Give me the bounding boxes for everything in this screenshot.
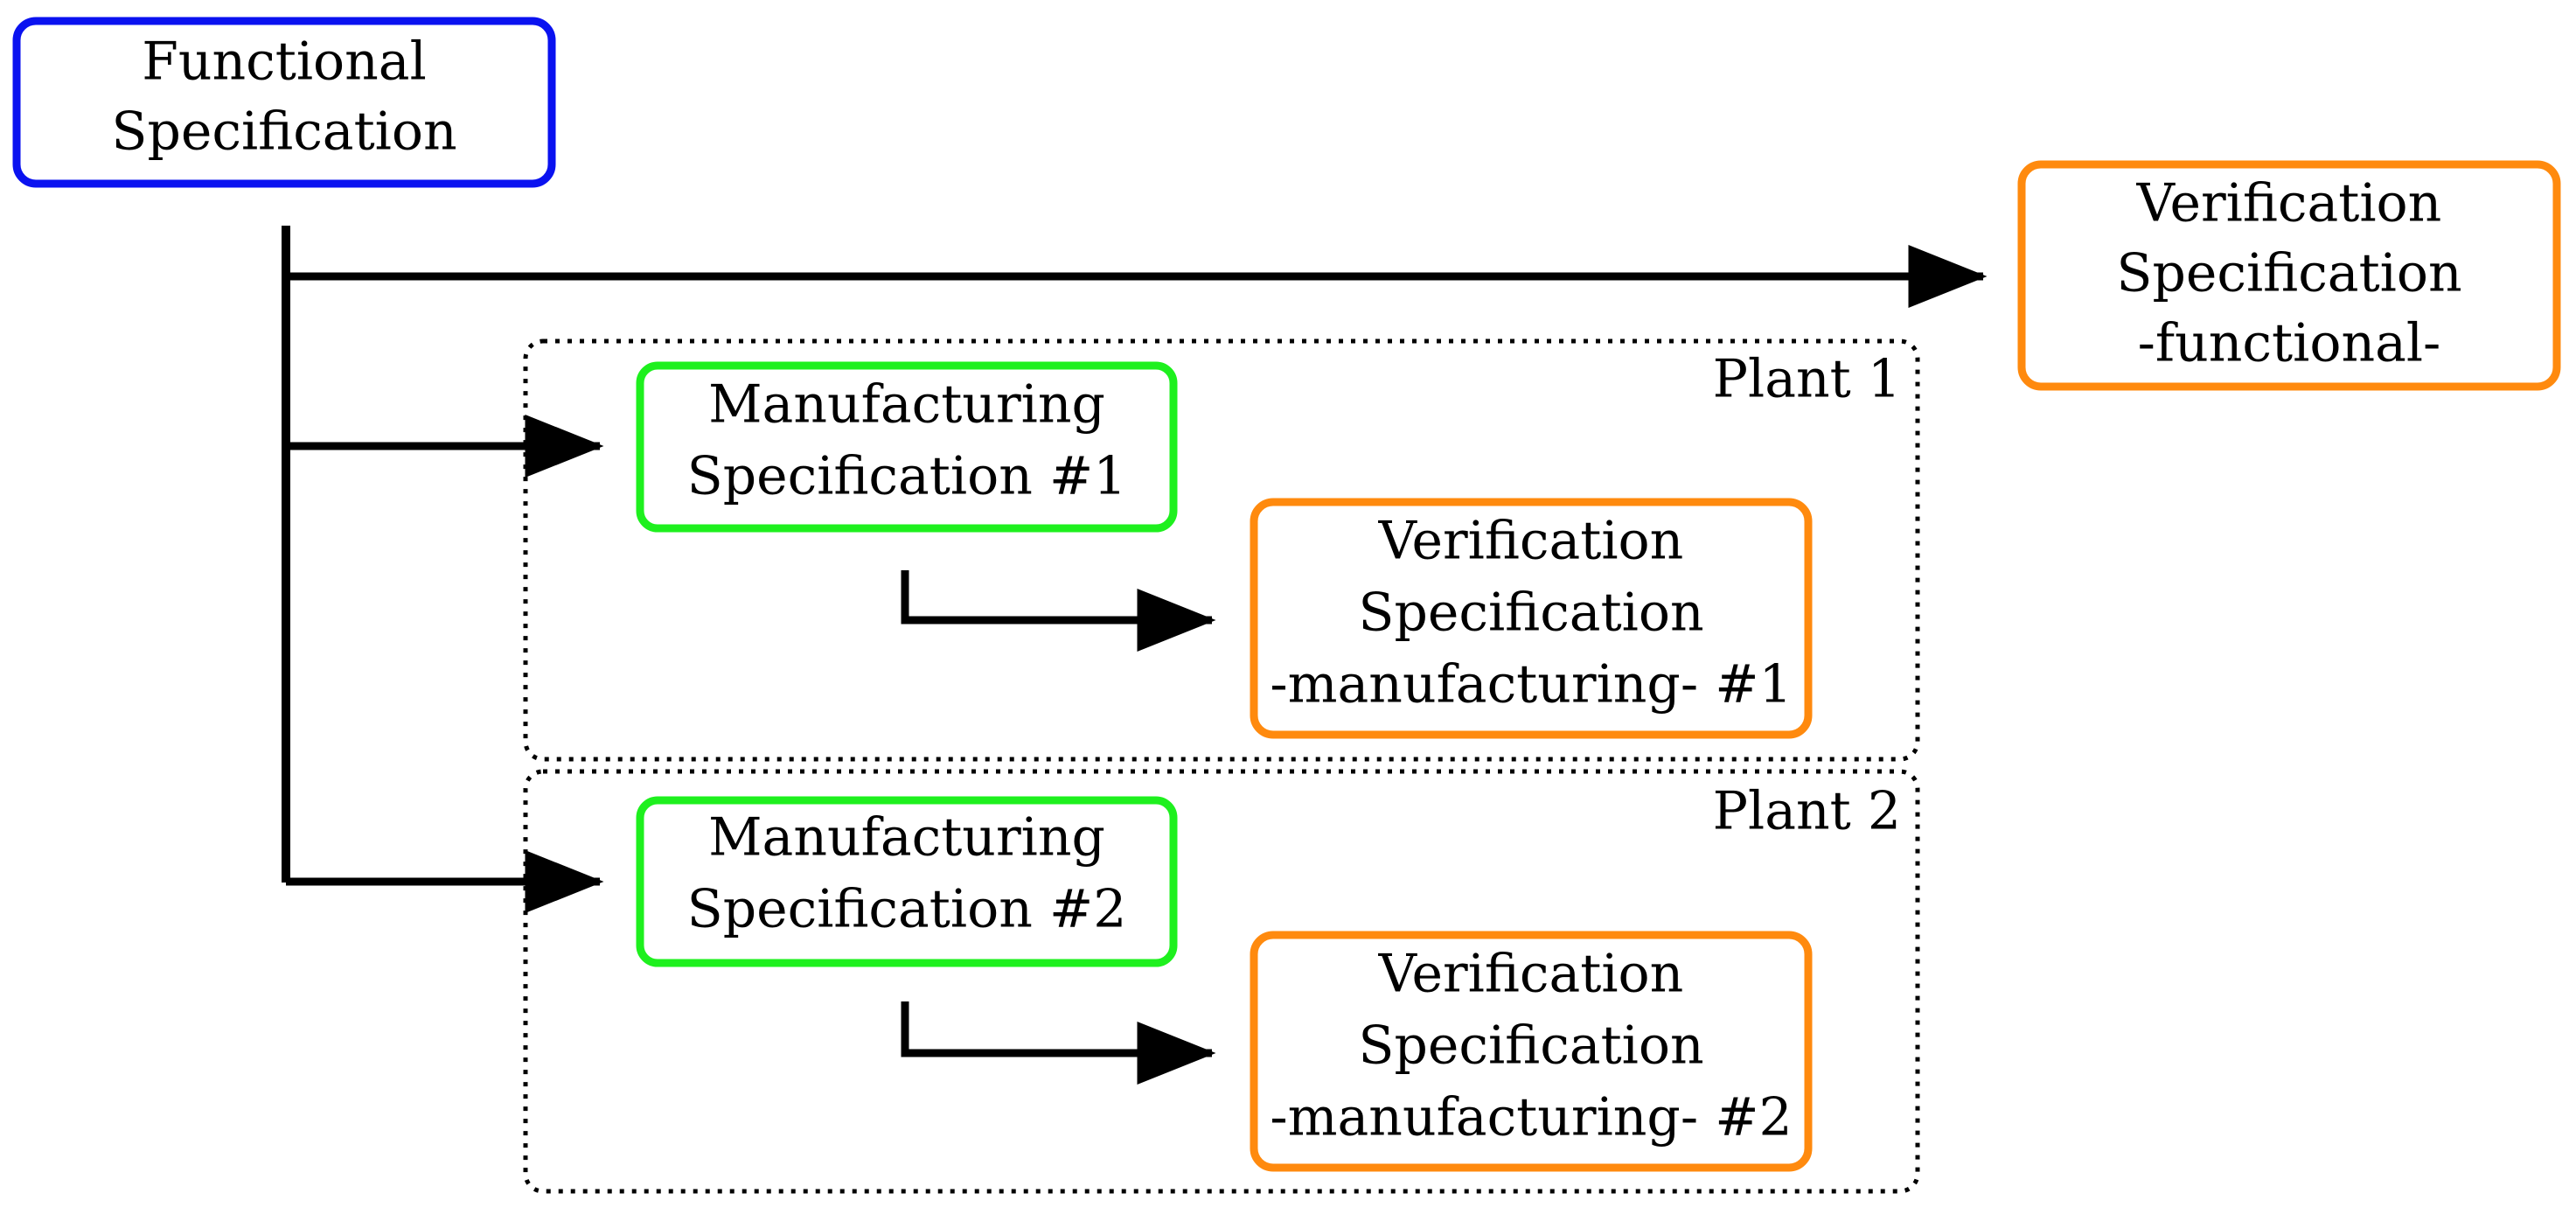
plant-2-group: Plant 2	[523, 769, 1920, 1194]
node-verification-manufacturing-1: Verification Specification -manufacturin…	[1250, 498, 1813, 739]
node-functional-specification: Functional Specification	[12, 17, 556, 188]
manufacturing-1-box	[636, 361, 1178, 533]
functional-spec-line-2: Specification	[111, 101, 456, 163]
plant-1-label: Plant 1	[1713, 349, 1901, 410]
manufacturing-1-line-1: Manufacturing	[708, 374, 1105, 436]
verification-manufacturing-1-line-1: Verification	[1378, 511, 1684, 572]
plant-1-group: Plant 1	[523, 338, 1920, 762]
manufacturing-2-line-1: Manufacturing	[708, 807, 1105, 869]
verification-functional-box	[2017, 160, 2561, 391]
plant-2-border	[523, 769, 1920, 1194]
manufacturing-1-line-2: Specification #1	[687, 446, 1127, 507]
node-manufacturing-2: Manufacturing Specification #2	[636, 796, 1178, 967]
functional-spec-line-1: Functional	[142, 31, 427, 93]
verification-functional-line-2: Specification	[2116, 243, 2461, 304]
verification-manufacturing-2-line-3: -manufacturing- #2	[1270, 1087, 1792, 1148]
verification-manufacturing-1-box	[1250, 498, 1813, 739]
plant-1-border	[523, 338, 1920, 762]
manufacturing-2-box	[636, 796, 1178, 967]
verification-functional-line-3: -functional-	[2138, 313, 2441, 374]
node-verification-manufacturing-2: Verification Specification -manufacturin…	[1250, 931, 1813, 1172]
functional-spec-box	[12, 17, 556, 188]
verification-functional-line-1: Verification	[2136, 173, 2442, 234]
plant-2-label: Plant 2	[1713, 781, 1901, 842]
verification-manufacturing-2-box	[1250, 931, 1813, 1172]
verification-manufacturing-1-line-2: Specification	[1358, 583, 1703, 644]
connectors	[282, 226, 1988, 1085]
verification-manufacturing-1-line-3: -manufacturing- #1	[1270, 654, 1792, 715]
verification-manufacturing-2-line-1: Verification	[1378, 944, 1684, 1005]
verification-manufacturing-2-line-2: Specification	[1358, 1015, 1703, 1077]
arrow-to-verification-manufacturing-1	[901, 570, 1216, 652]
node-verification-functional: Verification Specification -functional-	[2017, 160, 2561, 391]
node-manufacturing-1: Manufacturing Specification #1	[636, 361, 1178, 533]
arrow-to-verification-manufacturing-2	[901, 1001, 1216, 1085]
manufacturing-2-line-2: Specification #2	[687, 879, 1127, 940]
